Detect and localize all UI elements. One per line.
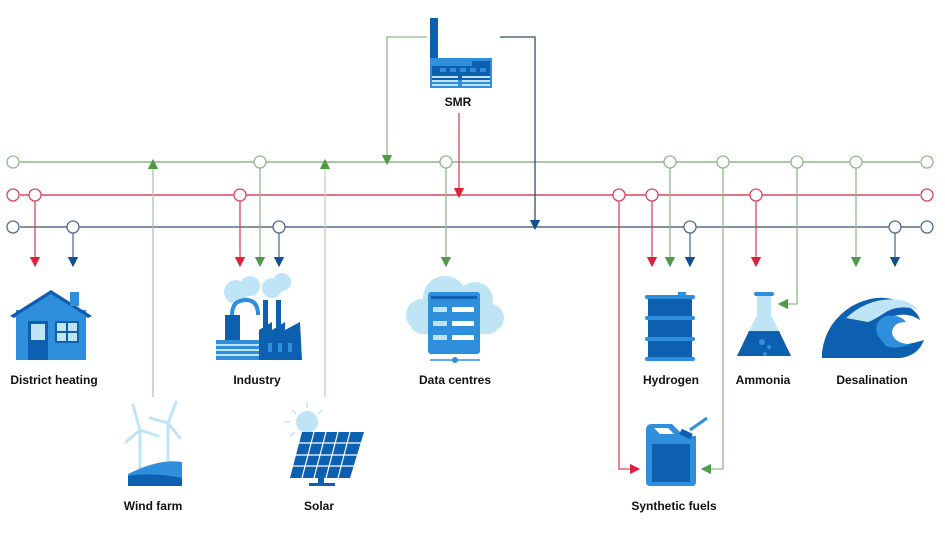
- bus-junctions: [6, 155, 934, 234]
- synthetic-fuels-green-feed: [700, 168, 724, 475]
- junction-node: [716, 155, 730, 169]
- synthetic-fuels-red-feed: [618, 201, 641, 475]
- data-centres-label: Data centres: [418, 373, 492, 387]
- wave-icon: [822, 297, 924, 358]
- junction-node: [888, 220, 902, 234]
- hydrogen-label: Hydrogen: [642, 373, 700, 387]
- smr-green-output: [381, 36, 427, 166]
- smr-blue-output: [500, 36, 541, 231]
- industry-factory-icon: [216, 273, 302, 360]
- junction-node: [28, 188, 42, 202]
- district-heating-label: District heating: [10, 373, 98, 387]
- junction-node: [920, 220, 934, 234]
- junction-node: [439, 155, 453, 169]
- wind-farm-label: Wind farm: [123, 499, 183, 513]
- junction-node: [6, 188, 20, 202]
- junction-node: [233, 188, 247, 202]
- junction-node: [612, 188, 626, 202]
- desalination-label: Desalination: [836, 373, 908, 387]
- solar-panel-icon: [284, 402, 364, 486]
- junction-node: [6, 155, 20, 169]
- industry-label: Industry: [233, 373, 281, 387]
- wind-turbine-icon: [124, 400, 182, 486]
- junction-node: [6, 220, 20, 234]
- ammonia-green-feed: [777, 168, 798, 310]
- junction-node: [849, 155, 863, 169]
- solar-label: Solar: [303, 499, 335, 513]
- junction-node: [272, 220, 286, 234]
- ammonia-label: Ammonia: [735, 373, 791, 387]
- junction-node: [683, 220, 697, 234]
- bus-taps: [29, 168, 901, 268]
- junction-node: [749, 188, 763, 202]
- junction-node: [790, 155, 804, 169]
- junction-node: [253, 155, 267, 169]
- house-icon: [10, 290, 92, 360]
- factory-icon: [430, 18, 492, 88]
- server-cloud-icon: [406, 276, 504, 363]
- smr-label: SMR: [444, 95, 472, 109]
- synthetic-fuels-label: Synthetic fuels: [631, 499, 717, 513]
- flask-icon: [737, 292, 791, 356]
- barrel-icon: [645, 292, 695, 361]
- junction-node: [66, 220, 80, 234]
- junction-node: [645, 188, 659, 202]
- junction-node: [663, 155, 677, 169]
- junction-node: [920, 155, 934, 169]
- jerrycan-icon: [646, 416, 708, 486]
- junction-node: [920, 188, 934, 202]
